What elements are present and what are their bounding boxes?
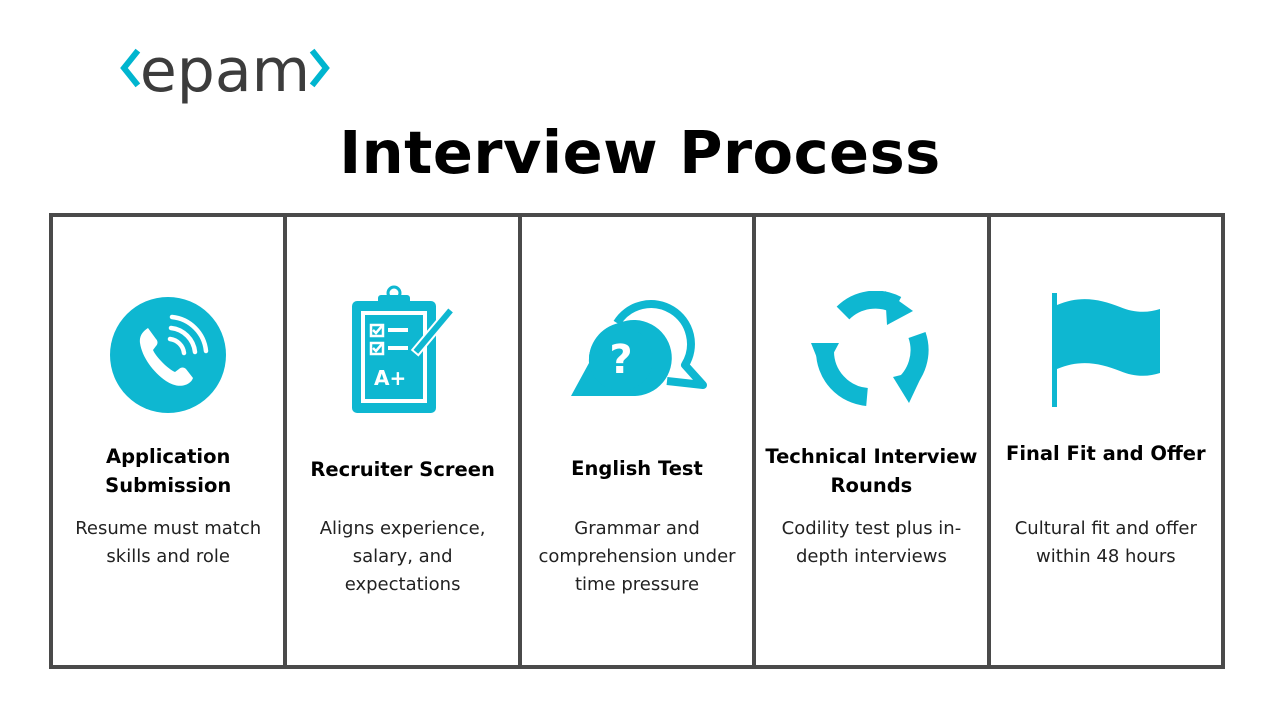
step-description: Codility test plus in-depth interviews — [781, 518, 962, 567]
page-title: Interview Process — [339, 118, 941, 187]
cycle-arrows-icon — [809, 290, 933, 413]
epam-logo: epam — [120, 36, 332, 118]
flag-icon — [1050, 291, 1162, 413]
phone-call-icon — [108, 295, 228, 419]
step-application-submission: Application Submission Resume must match… — [53, 217, 288, 665]
step-description: Cultural fit and offer within 48 hours — [1014, 518, 1197, 567]
step-description: Resume must match skills and role — [75, 518, 262, 567]
question-chat-icon: ? — [567, 293, 708, 407]
step-final-fit-and-offer: Final Fit and Offer Cultural fit and off… — [991, 217, 1221, 665]
logo-text: epam — [140, 36, 310, 106]
step-description: Grammar and comprehension under time pre… — [538, 518, 736, 595]
step-recruiter-screen: A+ Recruiter Screen Aligns experience, s… — [287, 217, 522, 665]
svg-text:A+: A+ — [374, 366, 406, 390]
svg-text:?: ? — [609, 337, 632, 383]
step-english-test: ? English Test Grammar and comprehension… — [522, 217, 757, 665]
step-title: Final Fit and Offer — [1006, 442, 1206, 465]
step-title: Application Submission — [105, 445, 232, 497]
step-technical-interview-rounds: Technical Interview Rounds Codility test… — [756, 217, 991, 665]
step-title: Technical Interview Rounds — [765, 445, 978, 497]
step-title: Recruiter Screen — [310, 458, 495, 481]
step-title: English Test — [571, 457, 703, 480]
clipboard-checklist-icon: A+ — [348, 285, 458, 421]
process-grid: Application Submission Resume must match… — [49, 213, 1225, 669]
step-description: Aligns experience, salary, and expectati… — [319, 518, 486, 595]
